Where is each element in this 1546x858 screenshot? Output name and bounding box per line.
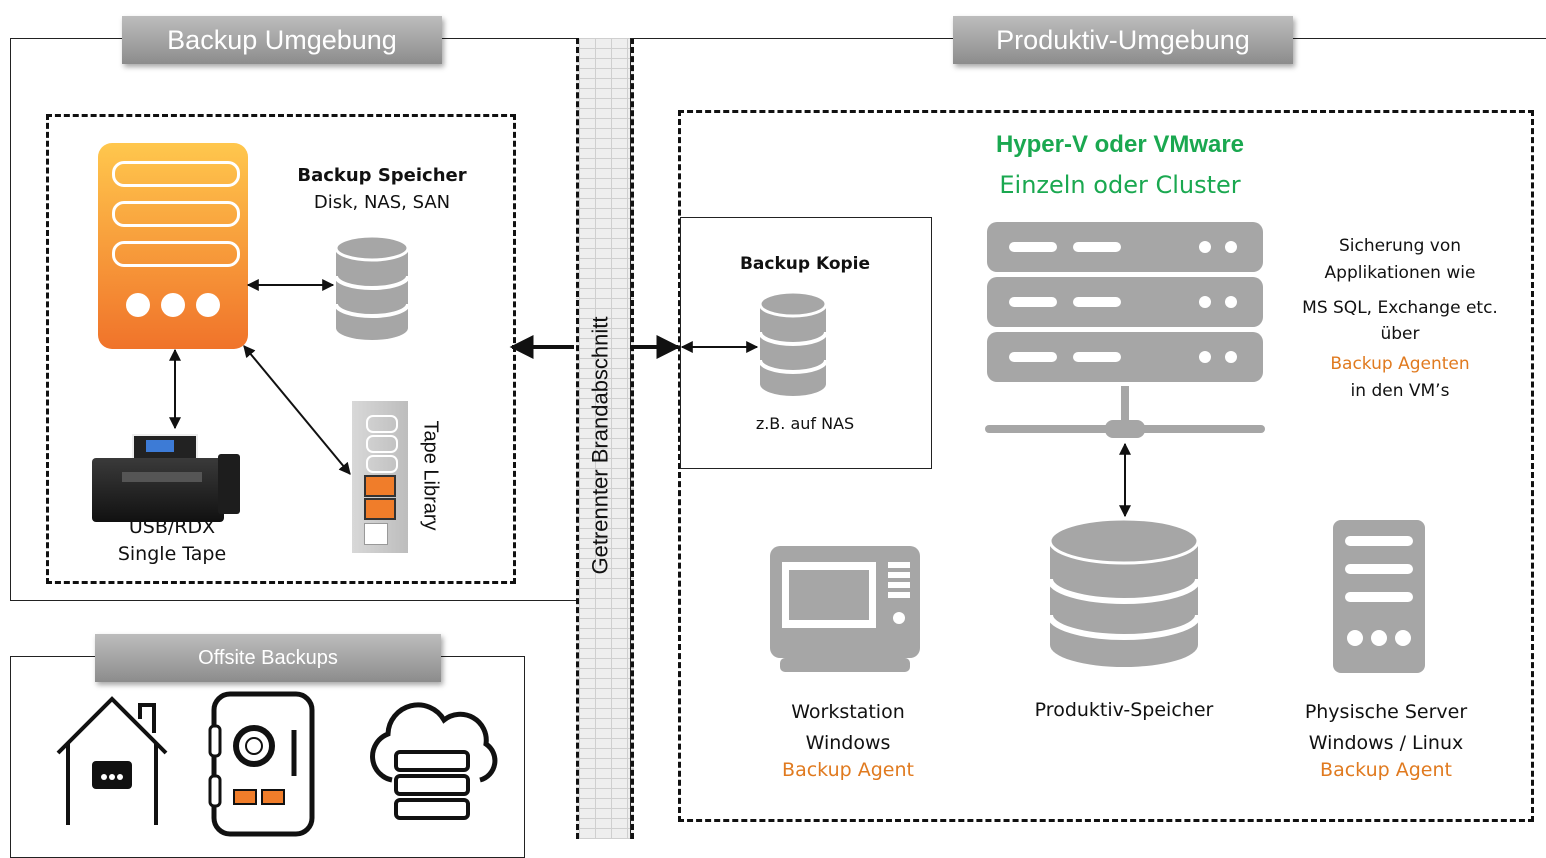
sicherung-line3: MS SQL, Exchange etc. <box>1302 298 1498 318</box>
database-icon <box>334 234 410 340</box>
rack-server-3-icon <box>987 332 1263 382</box>
workstation-label: Workstation <box>791 701 905 723</box>
connection-arrows <box>169 279 1131 518</box>
sicherung-line4: über <box>1380 324 1420 344</box>
sicherung-line2: Applikationen wie <box>1324 263 1476 283</box>
produktiv-speicher-label: Produktiv-Speicher <box>1034 699 1214 721</box>
hypervisor-title: Hyper-V oder VMware <box>995 131 1245 158</box>
nas-database-icon <box>758 290 828 396</box>
backup-server-icon <box>98 143 248 349</box>
physical-server-os-label: Windows / Linux <box>1308 732 1464 754</box>
backup-environment-tab: Backup Umgebung <box>122 16 442 64</box>
produktiv-storage-icon <box>1047 517 1201 667</box>
sicherung-line6: in den VM’s <box>1350 381 1450 401</box>
usb-rdx-label: USB/RDX <box>128 516 216 538</box>
arrow-server-library <box>243 345 351 475</box>
physical-server-agent-label: Backup Agent <box>1320 759 1452 781</box>
safe-icon <box>208 691 315 837</box>
rack-server-2-icon <box>987 277 1263 327</box>
sicherung-agent: Backup Agenten <box>1330 354 1470 374</box>
tape-library-icon <box>352 401 408 553</box>
workstation-icon <box>770 546 920 672</box>
backup-speicher-subtitle: Disk, NAS, SAN <box>313 192 451 213</box>
network-connector-icon <box>985 386 1265 438</box>
backup-speicher-title: Backup Speicher <box>297 165 467 186</box>
produktiv-zone <box>678 110 1534 822</box>
sicherung-line1: Sicherung von <box>1338 236 1462 256</box>
offsite-backups-tab: Offsite Backups <box>95 634 441 682</box>
cloud-server-icon <box>370 702 498 820</box>
tape-drive-icon <box>92 430 242 538</box>
firewall-wall <box>576 38 634 839</box>
physical-server-label: Physische Server <box>1304 701 1468 723</box>
hypervisor-subtitle: Einzeln oder Cluster <box>999 171 1241 199</box>
rack-server-1-icon <box>987 222 1263 272</box>
workstation-agent-label: Backup Agent <box>782 759 914 781</box>
physical-server-icon <box>1333 520 1425 673</box>
single-tape-label: Single Tape <box>117 543 227 565</box>
workstation-os-label: Windows <box>805 732 891 754</box>
backup-kopie-subtitle: z.B. auf NAS <box>755 414 855 433</box>
backup-kopie-title: Backup Kopie <box>739 254 871 274</box>
produktiv-left-line <box>630 38 631 839</box>
produktiv-environment-tab: Produktiv-Umgebung <box>953 16 1293 64</box>
home-tape-icon <box>56 696 168 825</box>
